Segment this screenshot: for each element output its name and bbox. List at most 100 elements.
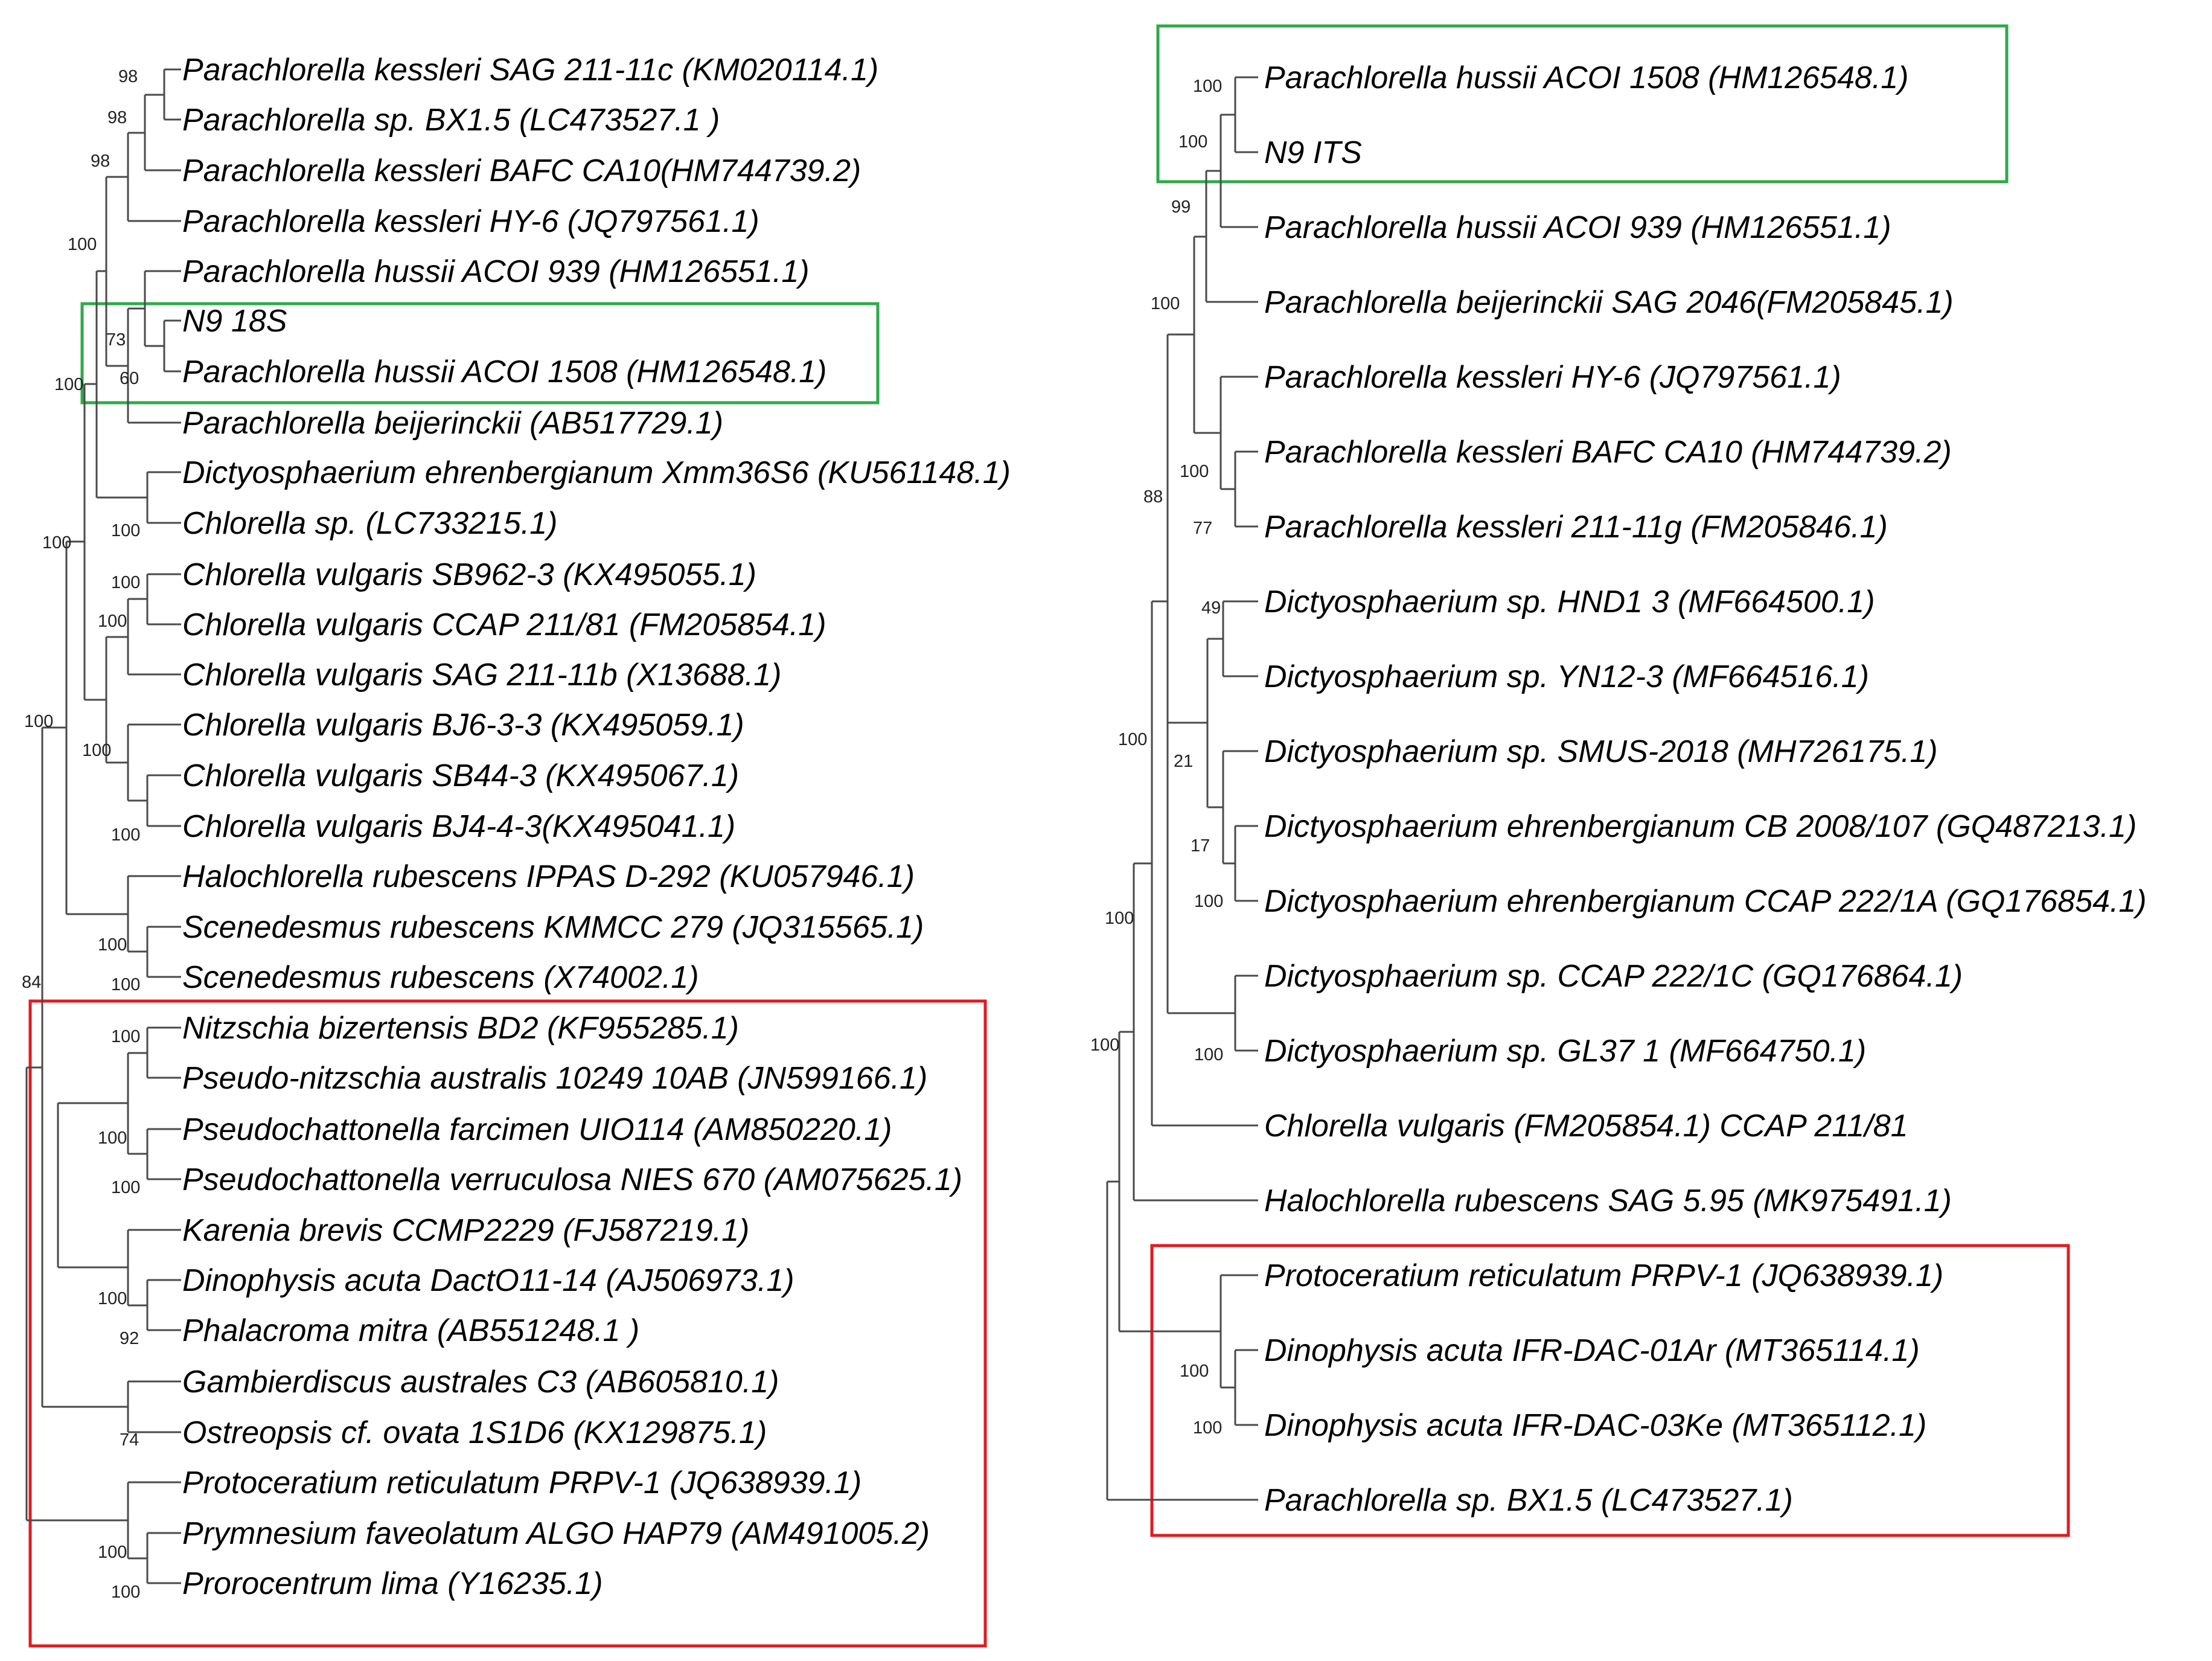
taxon-label: Parachlorella kessleri HY-6 (JQ797561.1)	[182, 204, 759, 239]
taxon-label: Chlorella vulgaris SB44-3 (KX495067.1)	[182, 758, 739, 793]
taxon-label: Dictyosphaerium ehrenbergianum CB 2008/1…	[1264, 809, 2137, 844]
bootstrap-value: 100	[1180, 1362, 1209, 1381]
taxon-label: Prorocentrum lima (Y16235.1)	[182, 1566, 603, 1601]
bootstrap-value: 100	[1105, 909, 1134, 928]
taxon-label: Parachlorella kessleri BAFC CA10(HM74473…	[182, 153, 861, 188]
bootstrap-value: 98	[91, 152, 110, 171]
bootstrap-value: 60	[120, 369, 139, 388]
bootstrap-value: 98	[107, 108, 127, 127]
taxon-label-query: N9 18S	[182, 304, 287, 339]
bootstrap-18s: 98 98 98 100 73 60 100 100 100 100 100 1…	[22, 67, 140, 1602]
taxon-label: Parachlorella kessleri 211-11g (FM205846…	[1264, 510, 1888, 545]
taxon-label: Parachlorella kessleri SAG 211-11c (KM02…	[182, 53, 878, 88]
bootstrap-value: 100	[98, 935, 127, 955]
taxon-label: Dinophysis acuta DactO11-14 (AJ506973.1)	[182, 1263, 794, 1298]
taxon-label: Dictyosphaerium sp. HND1 3 (MF664500.1)	[1264, 584, 1875, 619]
taxon-label: Pseudochattonella farcimen UIO114 (AM850…	[182, 1112, 892, 1147]
taxon-label: Gambierdiscus australes C3 (AB605810.1)	[182, 1365, 779, 1400]
taxa-18s: Parachlorella kessleri SAG 211-11c (KM02…	[182, 53, 1011, 1601]
bootstrap-value: 100	[1151, 294, 1180, 313]
taxon-label: Nitzschia bizertensis BD2 (KF955285.1)	[182, 1011, 739, 1046]
taxon-label: Parachlorella kessleri HY-6 (JQ797561.1)	[1264, 360, 1841, 395]
tree-its: Parachlorella hussii ACOI 1508 (HM126548…	[1090, 24, 2147, 1537]
bootstrap-value: 100	[98, 612, 127, 631]
bootstrap-value: 88	[1143, 487, 1163, 507]
bootstrap-value: 100	[111, 1583, 140, 1602]
bootstrap-value: 100	[1118, 730, 1147, 749]
bootstrap-value: 100	[82, 741, 111, 760]
taxon-label: Pseudochattonella verruculosa NIES 670 (…	[182, 1162, 962, 1197]
taxon-label: Pseudo-nitzschia australis 10249 10AB (J…	[182, 1061, 927, 1096]
bootstrap-value: 100	[111, 825, 140, 845]
taxa-its: Parachlorella hussii ACOI 1508 (HM126548…	[1264, 60, 2147, 1518]
taxon-label-query: N9 ITS	[1264, 135, 1362, 170]
highlight-box-its	[1156, 24, 2009, 184]
bootstrap-value: 92	[120, 1329, 139, 1348]
taxon-label: Halochlorella rubescens SAG 5.95 (MK9754…	[1264, 1183, 1952, 1218]
bootstrap-value: 100	[111, 521, 140, 540]
bootstrap-value: 100	[111, 1178, 140, 1197]
bootstrap-value: 100	[1194, 1045, 1223, 1064]
bootstrap-value: 99	[1171, 197, 1191, 217]
bootstrap-value: 17	[1191, 836, 1210, 856]
taxon-label: Halochlorella rubescens IPPAS D-292 (KU0…	[182, 859, 915, 894]
bootstrap-value: 100	[1193, 77, 1222, 96]
bootstrap-its: 100 100 99 100 100 77 88 49 21 17 100 10…	[1090, 77, 1223, 1438]
taxon-label: Protoceratium reticulatum PRPV-1 (JQ6389…	[1264, 1258, 1943, 1293]
bootstrap-value: 100	[1090, 1035, 1119, 1055]
taxon-label: Parachlorella kessleri BAFC CA10 (HM7447…	[1264, 435, 1952, 470]
bootstrap-value: 100	[42, 533, 71, 552]
bootstrap-value: 100	[111, 975, 140, 994]
bootstrap-value: 100	[1178, 132, 1207, 152]
taxon-label: Scenedesmus rubescens (X74002.1)	[182, 960, 699, 995]
taxon-label: Dinophysis acuta IFR-DAC-03Ke (MT365112.…	[1264, 1408, 1926, 1443]
taxon-label: Parachlorella hussii ACOI 1508 (HM126548…	[1264, 60, 1909, 95]
taxon-label: Parachlorella hussii ACOI 939 (HM126551.…	[182, 254, 810, 289]
taxon-label: Parachlorella hussii ACOI 1508 (HM126548…	[182, 354, 827, 389]
taxon-label: Dictyosphaerium sp. CCAP 222/1C (GQ17686…	[1264, 959, 1963, 994]
tree-18s: Parachlorella kessleri SAG 211-11c (KM02…	[22, 53, 1011, 1648]
taxon-label: Karenia brevis CCMP2229 (FJ587219.1)	[182, 1213, 749, 1248]
taxon-label: Dictyosphaerium sp. YN12-3 (MF664516.1)	[1264, 659, 1869, 694]
bootstrap-value: 100	[111, 1027, 140, 1046]
bootstrap-value: 100	[98, 1543, 127, 1562]
bootstrap-value: 100	[98, 1289, 127, 1308]
taxon-label: Chlorella vulgaris BJ4-4-3(KX495041.1)	[182, 809, 735, 844]
taxon-label: Dictyosphaerium ehrenbergianum Xmm36S6 (…	[182, 455, 1011, 490]
taxon-label: Scenedesmus rubescens KMMCC 279 (JQ31556…	[182, 910, 924, 945]
bootstrap-value: 100	[111, 573, 140, 592]
bootstrap-value: 100	[24, 712, 53, 731]
taxon-label: Chlorella vulgaris CCAP 211/81 (FM205854…	[182, 607, 826, 642]
taxon-label: Chlorella vulgaris BJ6-3-3 (KX495059.1)	[182, 708, 744, 743]
taxon-label: Dictyosphaerium sp. GL37 1 (MF664750.1)	[1264, 1034, 1866, 1069]
branches-18s	[25, 68, 181, 1584]
taxon-label: Parachlorella sp. BX1.5 (LC473527.1 )	[182, 103, 720, 138]
bootstrap-value: 100	[68, 235, 97, 254]
taxon-label: Parachlorella hussii ACOI 939 (HM126551.…	[1264, 210, 1891, 245]
outgroup-box-18s	[28, 999, 987, 1648]
bootstrap-value: 84	[22, 973, 41, 992]
bootstrap-value: 100	[54, 375, 83, 394]
taxon-label: Dinophysis acuta IFR-DAC-01Ar (MT365114.…	[1264, 1333, 1920, 1368]
taxon-label: Dictyosphaerium ehrenbergianum CCAP 222/…	[1264, 884, 2147, 919]
taxon-label: Parachlorella beijerinckii SAG 2046(FM20…	[1264, 285, 1954, 320]
bootstrap-value: 21	[1174, 752, 1193, 771]
taxon-label: Chlorella vulgaris SAG 211-11b (X13688.1…	[182, 658, 781, 693]
bootstrap-value: 100	[1194, 892, 1223, 911]
bootstrap-value: 100	[1180, 462, 1209, 481]
taxon-label: Chlorella sp. (LC733215.1)	[182, 506, 557, 541]
taxon-label: Ostreopsis cf. ovata 1S1D6 (KX129875.1)	[182, 1415, 767, 1450]
branches-its	[1106, 76, 1258, 1501]
taxon-label: Chlorella vulgaris SB962-3 (KX495055.1)	[182, 557, 756, 592]
taxon-label: Dictyosphaerium sp. SMUS-2018 (MH726175.…	[1264, 734, 1938, 769]
taxon-label: Prymnesium faveolatum ALGO HAP79 (AM4910…	[182, 1516, 930, 1551]
bootstrap-value: 49	[1201, 598, 1221, 618]
taxon-label: Chlorella vulgaris (FM205854.1) CCAP 211…	[1264, 1109, 1908, 1144]
bootstrap-value: 100	[1193, 1418, 1222, 1438]
outgroup-box-its	[1150, 1244, 2070, 1537]
highlight-box-18s	[80, 302, 880, 405]
bootstrap-value: 74	[120, 1430, 139, 1450]
taxon-label: Parachlorella sp. BX1.5 (LC473527.1)	[1264, 1483, 1793, 1518]
bootstrap-value: 98	[118, 67, 138, 86]
